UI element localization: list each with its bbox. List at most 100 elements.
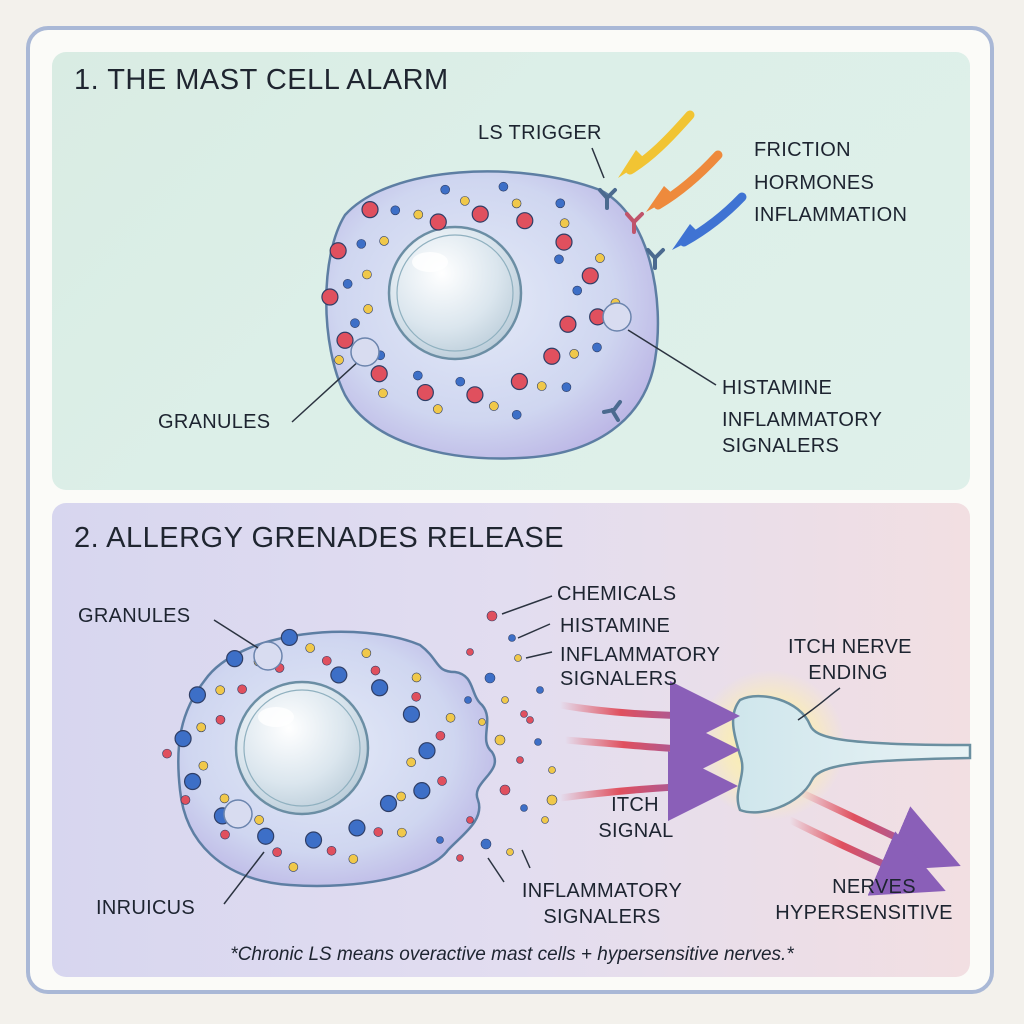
granule: [183, 772, 202, 791]
granule-small: [379, 236, 389, 246]
released-particle: [508, 634, 516, 642]
nerves-label-a: NERVES: [832, 876, 916, 898]
granule: [416, 383, 434, 402]
granule-small: [361, 648, 372, 658]
granule: [466, 386, 484, 404]
granule-small: [406, 757, 416, 768]
trigger-arrows: [618, 110, 747, 250]
granule-small: [554, 254, 564, 265]
granules-label-2: GRANULES: [78, 605, 191, 627]
released-particle: [478, 718, 486, 726]
granule: [413, 782, 431, 800]
granule-small: [511, 198, 522, 209]
leaders-1: [291, 147, 717, 423]
granule: [304, 831, 323, 849]
granule-small: [356, 239, 367, 249]
mast-cell-1: [325, 170, 660, 460]
released-particle: [499, 784, 511, 796]
granule-small: [413, 370, 423, 381]
granule-small: [561, 382, 572, 392]
granule-small: [362, 269, 372, 280]
released-particle: [520, 710, 528, 718]
granule-small: [334, 355, 344, 365]
granule-small: [363, 304, 373, 314]
granule-small: [390, 205, 401, 216]
nucleus-1: [387, 225, 523, 361]
granule: [329, 242, 347, 260]
released-particle: [514, 654, 522, 662]
signalers-label-2b: SIGNALERS: [560, 668, 678, 690]
trigger-inflammation: INFLAMMATION: [754, 204, 908, 226]
granule-small: [237, 684, 247, 695]
released-particle: [546, 794, 558, 806]
receptors: [598, 188, 665, 422]
released-particle: [486, 610, 498, 622]
released-particle: [548, 766, 556, 774]
released-particle: [516, 756, 524, 764]
leaders-2: [213, 595, 841, 905]
granule: [348, 819, 366, 837]
signalers-label-1b: SIGNALERS: [722, 435, 840, 457]
released-particle: [534, 738, 542, 746]
released-particle: [501, 696, 509, 704]
itch-signal-label-b: SIGNAL: [598, 820, 674, 842]
granule-small: [397, 827, 407, 838]
granule-small: [162, 748, 172, 759]
granule: [471, 205, 489, 223]
granule-small: [342, 279, 353, 289]
trigger-label: LS TRIGGER: [478, 122, 602, 144]
granule-small: [219, 793, 230, 804]
granule: [402, 705, 421, 723]
itch-nerve-ending: [695, 670, 972, 820]
granule-small: [435, 730, 446, 741]
granule-small: [215, 685, 226, 695]
trigger-friction: FRICTION: [754, 139, 851, 161]
granule: [330, 666, 348, 684]
released-particle: [436, 836, 444, 844]
granule-small: [445, 712, 456, 723]
granule-small: [559, 218, 570, 229]
granule-small: [305, 643, 315, 653]
released-particle: [541, 816, 549, 824]
panel1-title: 1. THE MAST CELL ALARM: [74, 64, 449, 96]
granule-small: [511, 409, 522, 420]
granule: [370, 365, 388, 383]
released-particle: [456, 854, 464, 862]
granule-small: [440, 184, 450, 195]
panel2-title: 2. ALLERGY GRENADES RELEASE: [74, 522, 565, 554]
granule-small: [220, 829, 230, 840]
histamine-label-2: HISTAMINE: [560, 615, 671, 637]
histamine-label-1: HISTAMINE: [722, 377, 833, 399]
granule-small: [321, 655, 332, 666]
itch-signal-label-a: ITCH: [611, 794, 659, 816]
granule-small: [569, 348, 579, 359]
granule-small: [350, 318, 360, 328]
granule-small: [348, 854, 359, 864]
nerve-label-a: ITCH NERVE: [788, 636, 912, 658]
granule-small: [413, 209, 424, 220]
trigger-hormones: HORMONES: [754, 172, 875, 194]
bottom-signalers-b: SIGNALERS: [543, 906, 661, 928]
granule-small: [326, 845, 337, 856]
granule: [543, 347, 561, 365]
granule: [361, 201, 379, 219]
granules-label-1: GRANULES: [158, 411, 271, 433]
granule-small: [592, 342, 602, 353]
granule: [555, 233, 573, 251]
granule: [257, 827, 275, 845]
granules-cluster-2: [162, 610, 558, 872]
released-particle: [466, 648, 474, 656]
nucleus-label: INRUICUS: [96, 897, 196, 919]
granule-small: [215, 714, 226, 725]
released-particle: [526, 716, 534, 724]
granule: [174, 730, 192, 748]
granule-small: [489, 401, 499, 411]
granule: [581, 267, 599, 285]
chemicals-label: CHEMICALS: [557, 583, 677, 605]
granule: [559, 315, 577, 333]
granule-small: [378, 388, 388, 399]
granule: [226, 650, 244, 668]
granule-small: [370, 665, 381, 676]
granule-small: [288, 862, 299, 872]
granule: [379, 794, 398, 813]
